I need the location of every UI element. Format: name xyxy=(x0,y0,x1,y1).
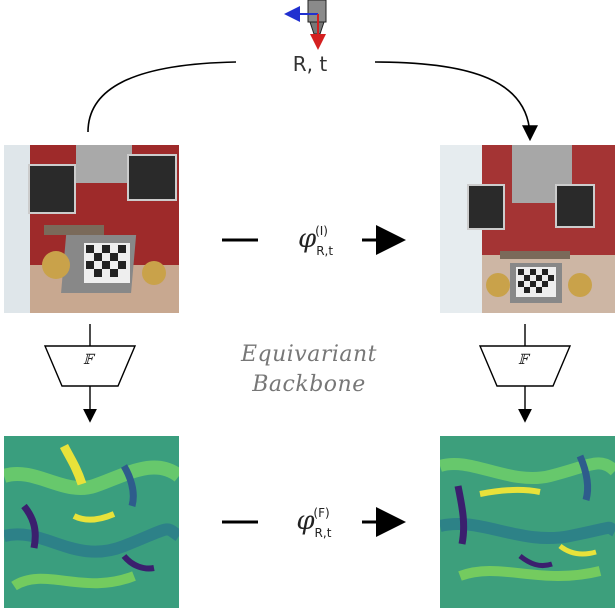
backbone-title-line1: Equivariant xyxy=(240,342,378,367)
right-backbone-symbol: 𝔽 xyxy=(518,352,528,368)
image-transform-label: φR,t(I) xyxy=(298,224,334,258)
feature-map-left xyxy=(4,436,179,608)
feature-transform-label: φR,t(F) xyxy=(296,506,332,540)
top-left-curve xyxy=(87,61,237,133)
transformed-image-right xyxy=(440,145,615,313)
transform-label: R, t xyxy=(292,52,328,76)
left-backbone-symbol: 𝔽 xyxy=(83,352,93,368)
backbone-title: Equivariant Backbone xyxy=(214,340,404,400)
top-right-curve xyxy=(374,61,538,142)
feature-map-right xyxy=(440,436,615,608)
left-backbone-trapezoid xyxy=(43,345,137,387)
backbone-title-line2: Backbone xyxy=(252,372,366,397)
input-image-left xyxy=(4,145,179,313)
right-backbone-trapezoid xyxy=(478,345,572,387)
camera-icon xyxy=(284,0,327,50)
